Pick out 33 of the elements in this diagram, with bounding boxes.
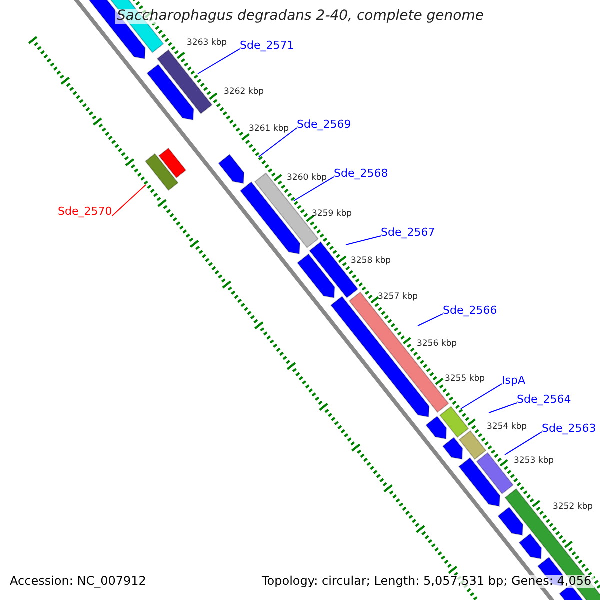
gene-label: Sde_2564 xyxy=(517,394,572,406)
scale-label: 3262 kbp xyxy=(224,88,264,98)
gene-label: Sde_2570 xyxy=(58,206,112,218)
leader-line xyxy=(112,184,146,217)
gene-label: Sde_2569 xyxy=(297,119,352,132)
footer-text: Topology: circular; Length: 5,057,531 bp; Genes: 4,056 xyxy=(260,575,594,588)
map-title: Saccharophagus degradans 2-40, complete genome xyxy=(115,9,486,24)
gene-label: Sde_2568 xyxy=(334,168,388,180)
gene-label: IspA xyxy=(502,375,526,388)
gene-label: Sde_2571 xyxy=(240,40,294,52)
leader-line xyxy=(258,128,298,158)
scale-label: 3261 kbp xyxy=(249,125,290,134)
scale-label: 3254 kbp xyxy=(487,423,528,432)
scale-label: 3257 kbp xyxy=(378,293,418,302)
leader-line xyxy=(460,384,502,410)
leader-line xyxy=(346,236,382,246)
scale-label: 3252 kbp xyxy=(553,503,594,512)
scale-label: 3256 kbp xyxy=(417,340,458,350)
footer-text: Accession: NC_007912 xyxy=(8,575,148,588)
scale-label: 3255 kbp xyxy=(445,375,486,384)
gene-label: Sde_2566 xyxy=(443,305,498,318)
gene-label: Sde_2563 xyxy=(542,423,596,436)
leader-line xyxy=(198,48,240,74)
scale-label: 3259 kbp xyxy=(312,210,352,220)
scale-label: 3253 kbp xyxy=(514,457,554,466)
gene-label: Sde_2567 xyxy=(381,227,436,240)
scale-label: 3260 kbp xyxy=(287,174,328,184)
scale-label: 3263 kbp xyxy=(187,39,228,48)
leader-line xyxy=(418,314,444,326)
scale-label: 3258 kbp xyxy=(351,257,392,266)
leader-line xyxy=(504,432,542,456)
leader-line xyxy=(294,176,334,202)
leader-line xyxy=(488,402,518,414)
